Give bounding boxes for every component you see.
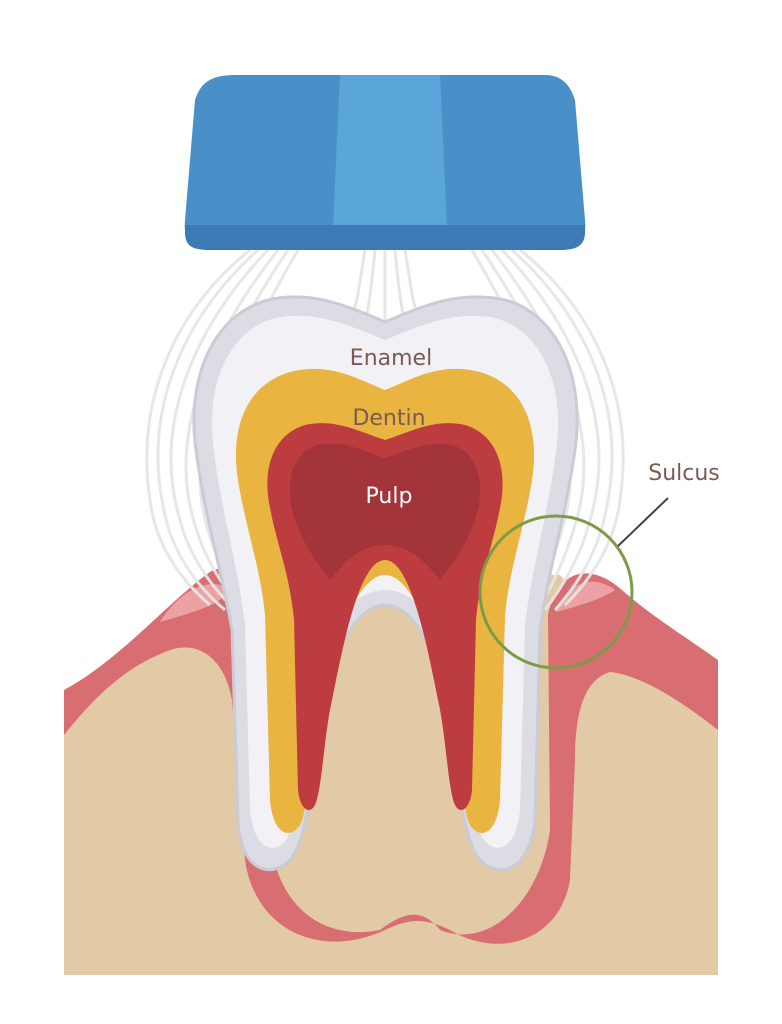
sulcus-highlight-circle xyxy=(478,514,634,670)
gum-highlight-left xyxy=(160,584,230,622)
enamel-label: Enamel xyxy=(350,346,432,371)
gum-tissue xyxy=(64,568,718,944)
sulcus-leader-line xyxy=(617,497,669,547)
toothbrush-head xyxy=(184,75,586,250)
bristles-left xyxy=(145,248,300,612)
gum-highlight-right xyxy=(556,581,615,612)
pulp-core xyxy=(289,443,481,580)
dentin-label: Dentin xyxy=(352,406,425,431)
pulp-label: Pulp xyxy=(366,484,413,509)
sulcus-label: Sulcus xyxy=(648,461,720,486)
